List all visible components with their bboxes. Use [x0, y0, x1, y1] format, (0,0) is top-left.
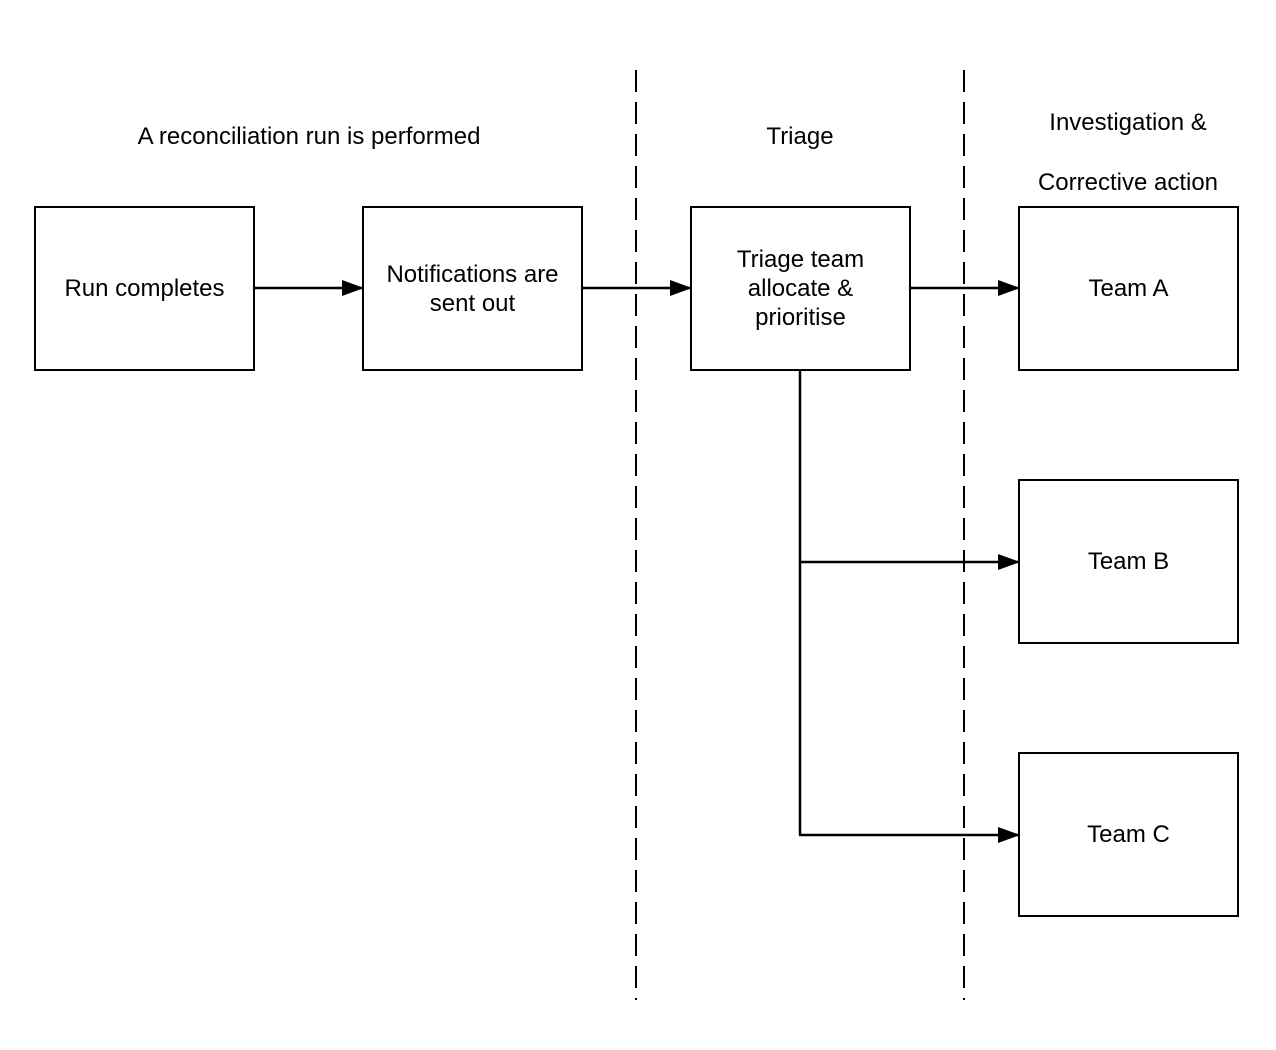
box-team-b-label: Team B	[1087, 548, 1170, 575]
box-team-c: Team C	[1018, 752, 1239, 917]
box-notifications-line2: sent out	[429, 289, 516, 317]
box-run-completes-label: Run completes	[64, 275, 225, 302]
lane-title-investigation-line1: Investigation &	[1049, 109, 1207, 136]
box-triage-team-label: Triage team allocate & prioritise	[727, 245, 874, 332]
lane-title-triage-text: Triage	[766, 123, 834, 150]
box-triage-team-line2: allocate &	[747, 275, 854, 302]
box-notifications-line1: Notifications are	[386, 260, 559, 288]
box-team-a-label: Team A	[1088, 275, 1169, 302]
box-triage-team-line1: Triage team	[736, 246, 865, 273]
box-notifications-label: Notifications are sent out	[376, 260, 568, 318]
box-team-c-label: Team C	[1087, 821, 1170, 848]
lane-title-triage: Triage	[700, 92, 900, 152]
lane-title-investigation-line2: Corrective action	[1037, 169, 1219, 196]
box-team-a: Team A	[1018, 206, 1239, 371]
lane-title-reconciliation-text: A reconciliation run is performed	[137, 123, 481, 150]
box-triage-team: Triage team allocate & prioritise	[690, 206, 911, 371]
lane-title-investigation: Investigation & Corrective action	[1000, 78, 1256, 228]
box-triage-team-line3: prioritise	[755, 304, 846, 331]
box-team-b: Team B	[1018, 479, 1239, 644]
box-run-completes: Run completes	[34, 206, 255, 371]
lane-title-reconciliation: A reconciliation run is performed	[60, 92, 558, 152]
box-notifications: Notifications are sent out	[362, 206, 583, 371]
